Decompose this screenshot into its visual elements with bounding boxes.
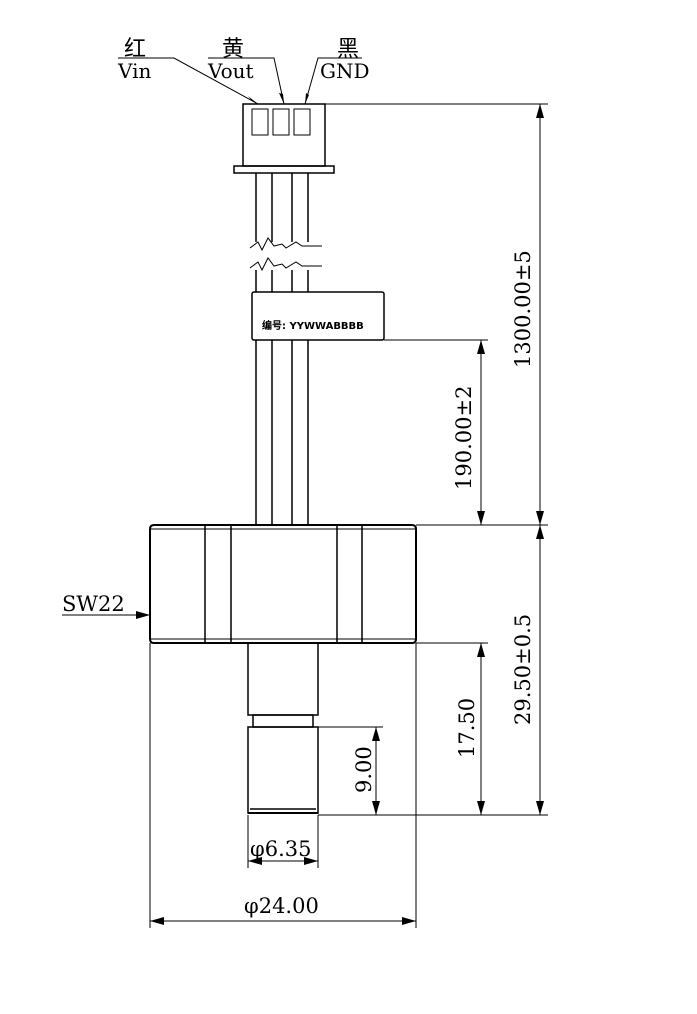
gnd-signal-label: GND [320, 59, 370, 83]
connector [233, 103, 335, 174]
dimension-port-diameter: φ6.35 [247, 815, 319, 868]
port-length-text: 17.50 [455, 698, 479, 758]
thread-length-text: 9.00 [352, 746, 376, 793]
dimension-label-offset: 190.00±2 [384, 339, 488, 525]
dimension-body-height: 29.50±0.5 [318, 525, 548, 816]
dimension-total-length: 1300.00±5 [325, 103, 548, 526]
vin-color-label: 红 [124, 37, 146, 62]
vin-signal-label: Vin [117, 59, 151, 83]
body-diameter-text: φ24.00 [244, 894, 319, 918]
gnd-color-label: 黑 [337, 37, 359, 62]
cable-label-tag: 编号: YYWWABBBB [251, 291, 385, 341]
total-length-text: 1300.00±5 [511, 250, 535, 368]
label-offset-text: 190.00±2 [452, 386, 476, 490]
body-height-text: 29.50±0.5 [511, 614, 535, 725]
cable-label-text: 编号: YYWWABBBB [262, 319, 364, 332]
wire-leaders [118, 57, 362, 105]
hex-size-callout: SW22 [62, 592, 150, 619]
dimension-body-diameter: φ24.00 [149, 643, 417, 928]
hex-size-text: SW22 [62, 592, 125, 616]
vout-signal-label: Vout [207, 59, 254, 83]
cable-lower [255, 340, 309, 525]
dimension-port-length: 17.50 [416, 642, 488, 815]
hex-body [149, 524, 417, 644]
pressure-port [247, 642, 319, 814]
cable-upper [249, 173, 322, 292]
vout-color-label: 黄 [222, 37, 244, 62]
port-diameter-text: φ6.35 [250, 837, 311, 861]
dimension-thread-length: 9.00 [318, 726, 383, 815]
